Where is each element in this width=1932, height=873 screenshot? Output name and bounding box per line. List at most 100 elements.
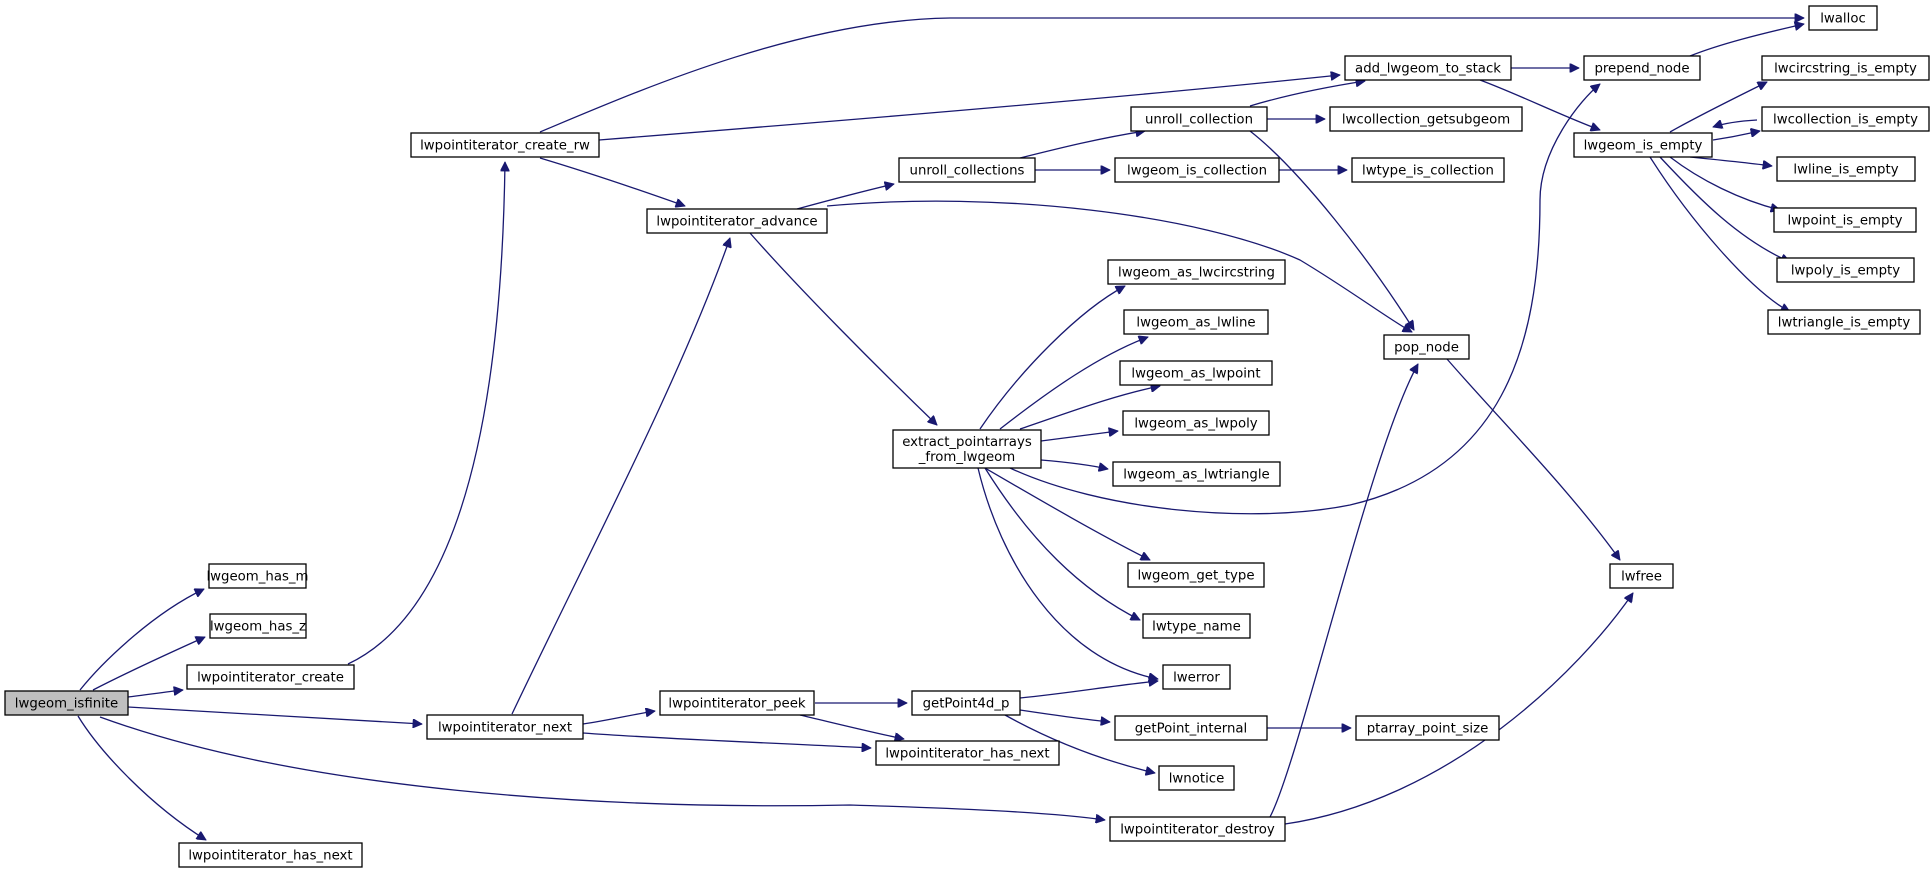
node-box <box>646 208 828 234</box>
node-lwpointiterator-destroy[interactable]: lwpointiterator_destroy <box>1109 816 1286 842</box>
node-box <box>659 690 815 716</box>
node-label: lwgeom_get_type <box>1137 569 1254 584</box>
node-lwpointiterator-has-next-l[interactable]: lwpointiterator_has_next <box>178 842 363 868</box>
node-label: pop_node <box>1394 341 1459 356</box>
node-box <box>898 157 1036 183</box>
node-unroll-collections[interactable]: unroll_collections <box>898 157 1036 183</box>
edge-extract_pointarrays_from_lwgeom-to-lwgeom_as_lwcircstring <box>979 285 1125 430</box>
edge-unroll_collections-to-unroll_collection <box>1019 131 1145 159</box>
node-label: lwgeom_as_lwtriangle <box>1123 468 1270 483</box>
node-lwpointiterator-create-rw[interactable]: lwpointiterator_create_rw <box>410 132 600 158</box>
node-lwtype-name[interactable]: lwtype_name <box>1142 613 1251 639</box>
node-lwtriangle-is-empty[interactable]: lwtriangle_is_empty <box>1767 309 1921 335</box>
node-lwgeom-isfinite: lwgeom_isfinite <box>4 690 129 716</box>
edge-lwpointiterator_destroy-to-lwfree <box>1284 593 1633 825</box>
node-box <box>208 563 307 589</box>
node-extract-pointarrays-from-lwgeom[interactable]: extract_pointarrays_from_lwgeom <box>892 429 1042 469</box>
node-label: lwpointiterator_has_next <box>885 747 1049 762</box>
node-lwgeom-as-lwcircstring[interactable]: lwgeom_as_lwcircstring <box>1107 259 1286 285</box>
edge-add_lwgeom_to_stack-to-lwgeom_is_empty <box>1479 79 1600 130</box>
node-lwnotice[interactable]: lwnotice <box>1158 765 1235 791</box>
node-label: _from_lwgeom <box>918 450 1016 465</box>
node-box <box>178 842 363 868</box>
node-lwpoly-is-empty[interactable]: lwpoly_is_empty <box>1776 257 1915 283</box>
edge-lwgeom_is_empty-to-lwcollection_is_empty <box>1713 119 1758 127</box>
node-lwgeom-get-type[interactable]: lwgeom_get_type <box>1127 562 1265 588</box>
node-label: unroll_collection <box>1145 113 1253 128</box>
node-lwerror[interactable]: lwerror <box>1162 664 1231 690</box>
node-box <box>1773 207 1917 233</box>
node-pop-node[interactable]: pop_node <box>1383 334 1470 360</box>
nodes-layer: lwgeom_isfinitelwgeom_has_mlwgeom_has_zl… <box>4 5 1930 868</box>
node-lwgeom-has-z[interactable]: lwgeom_has_z <box>209 613 307 639</box>
node-lwcollection-is-empty[interactable]: lwcollection_is_empty <box>1761 106 1930 132</box>
node-box <box>1112 461 1281 487</box>
edge-extract_pointarrays_from_lwgeom-to-lwgeom_get_type <box>984 467 1150 561</box>
node-lwpointiterator-has-next-m[interactable]: lwpointiterator_has_next <box>875 740 1060 766</box>
node-box <box>1119 360 1273 386</box>
node-box <box>1142 613 1251 639</box>
node-label: lwpointiterator_peek <box>668 697 805 712</box>
node-label: lwcollection_is_empty <box>1773 113 1918 128</box>
edge-lwgeom_is_empty-to-lwtriangle_is_empty <box>1649 156 1790 313</box>
node-label: lwpointiterator_advance <box>656 215 817 230</box>
node-box <box>1107 259 1286 285</box>
node-lwgeom-has-m[interactable]: lwgeom_has_m <box>206 563 309 589</box>
node-lwgeom-as-lwline[interactable]: lwgeom_as_lwline <box>1123 309 1269 335</box>
node-label: lwalloc <box>1820 12 1866 27</box>
node-label: lwgeom_has_z <box>210 620 306 635</box>
node-lwcircstring-is-empty[interactable]: lwcircstring_is_empty <box>1761 55 1930 81</box>
node-lwpointiterator-advance[interactable]: lwpointiterator_advance <box>646 208 828 234</box>
node-label: unroll_collections <box>910 164 1025 179</box>
node-label: extract_pointarrays <box>902 435 1032 450</box>
node-label: lwtype_is_collection <box>1362 164 1494 179</box>
node-lwgeom-as-lwpoly[interactable]: lwgeom_as_lwpoly <box>1122 410 1270 436</box>
node-box <box>186 664 355 690</box>
node-lwline-is-empty[interactable]: lwline_is_empty <box>1776 156 1916 182</box>
node-box <box>1130 106 1268 132</box>
node-box <box>911 690 1021 716</box>
node-label: lwgeom_as_lwcircstring <box>1118 266 1275 281</box>
edge-getPoint4d_p-to-lwnotice <box>1004 714 1155 773</box>
node-label: lwgeom_isfinite <box>15 697 118 712</box>
node-label: prepend_node <box>1594 62 1689 77</box>
node-box <box>1776 257 1915 283</box>
edge-lwpointiterator_create_rw-to-add_lwgeom_to_stack <box>598 75 1340 141</box>
node-lwgeom-as-lwtriangle[interactable]: lwgeom_as_lwtriangle <box>1112 461 1281 487</box>
edge-extract_pointarrays_from_lwgeom-to-lwerror <box>977 467 1158 679</box>
node-getPoint4d-p[interactable]: getPoint4d_p <box>911 690 1021 716</box>
node-box <box>1767 309 1921 335</box>
node-box <box>1383 334 1470 360</box>
node-lwpointiterator-create[interactable]: lwpointiterator_create <box>186 664 355 690</box>
edge-extract_pointarrays_from_lwgeom-to-lwgeom_as_lwpoint <box>1019 386 1160 430</box>
edge-lwpointiterator_peek-to-lwpointiterator_has_next_m <box>799 714 904 739</box>
node-prepend-node[interactable]: prepend_node <box>1583 55 1701 81</box>
edge-extract_pointarrays_from_lwgeom-to-lwgeom_as_lwpoly <box>1040 431 1118 442</box>
node-box <box>1114 157 1280 183</box>
node-label: lwtriangle_is_empty <box>1778 316 1911 331</box>
node-box <box>1761 106 1930 132</box>
node-label: getPoint_internal <box>1135 722 1248 737</box>
node-lwgeom-as-lwpoint[interactable]: lwgeom_as_lwpoint <box>1119 360 1273 386</box>
edge-lwpointiterator_advance-to-extract_pointarrays_from_lwgeom <box>749 232 937 425</box>
node-lwfree[interactable]: lwfree <box>1609 563 1674 589</box>
node-label: lwpoly_is_empty <box>1791 264 1900 279</box>
node-lwpoint-is-empty[interactable]: lwpoint_is_empty <box>1773 207 1917 233</box>
node-lwgeom-is-empty[interactable]: lwgeom_is_empty <box>1573 132 1713 158</box>
node-add-lwgeom-to-stack[interactable]: add_lwgeom_to_stack <box>1344 55 1512 81</box>
node-ptarray-point-size[interactable]: ptarray_point_size <box>1355 715 1500 741</box>
node-lwcollection-getsubgeom[interactable]: lwcollection_getsubgeom <box>1329 106 1523 132</box>
node-box <box>1162 664 1231 690</box>
edge-getPoint4d_p-to-lwerror <box>1019 681 1158 699</box>
node-label: lwpointiterator_create <box>197 671 344 686</box>
node-label: lwfree <box>1621 570 1662 585</box>
edge-lwgeom_isfinite-to-lwpointiterator_next <box>127 706 422 724</box>
node-box <box>892 429 1042 469</box>
node-unroll-collection[interactable]: unroll_collection <box>1130 106 1268 132</box>
node-lwpointiterator-peek[interactable]: lwpointiterator_peek <box>659 690 815 716</box>
node-lwgeom-is-collection[interactable]: lwgeom_is_collection <box>1114 157 1280 183</box>
node-lwtype-is-collection[interactable]: lwtype_is_collection <box>1351 157 1505 183</box>
node-lwpointiterator-next[interactable]: lwpointiterator_next <box>426 714 584 740</box>
node-lwalloc[interactable]: lwalloc <box>1808 5 1878 31</box>
node-getPoint-internal[interactable]: getPoint_internal <box>1114 715 1268 741</box>
